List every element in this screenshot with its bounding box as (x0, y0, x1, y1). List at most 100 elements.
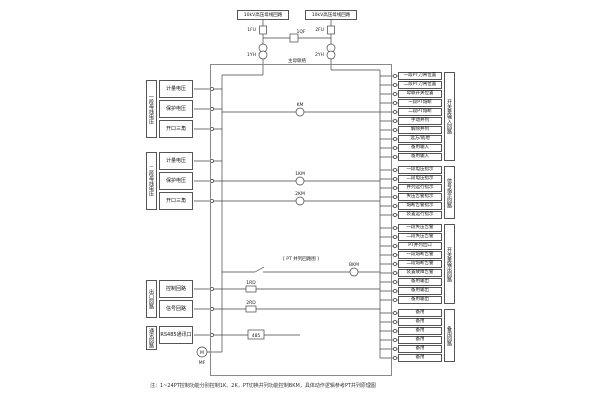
left-group-comm: 通讯回路 RS485通讯口 (146, 326, 193, 350)
input-signal-item: 备用输入 (398, 144, 442, 152)
right-group-spares: 备用备用备用备用备用备用 备用回路 (398, 309, 455, 362)
terminal-circle (393, 119, 397, 123)
left-voltage-item: 开口三角 (159, 192, 193, 210)
input-signal-item: 一段PT刀闸位置 (398, 72, 442, 80)
spare-signal-item: 备用 (398, 318, 442, 326)
svg-labels: 1FU 2FU 1QF 1YH 2YH 主母联络 KM 1KM 2KM BKM … (199, 27, 359, 366)
busbar-box-left: 10kV高压母线回路 (237, 10, 289, 20)
left-voltage-item: 开口三角 (159, 120, 193, 138)
output-signal-item: PT并列出口 (398, 242, 442, 250)
lamp-signal-item: 装置运行指示 (398, 211, 442, 219)
terminal-circle (393, 262, 397, 266)
terminal-circle (393, 83, 397, 87)
left-item-list: 控制回路信号回路 (159, 280, 193, 318)
terminal-circle (393, 195, 397, 199)
lamp-signal-item: 一段电压指示 (398, 166, 442, 174)
output-signal-item: 一段失压告警 (398, 224, 442, 232)
right-group-title: 备用回路 (444, 309, 455, 362)
left-group-title: 二段母线电压 (146, 152, 157, 210)
left-group-bus1-voltage: 一段母线电压 计量电压保护电压开口三角 (146, 80, 193, 138)
left-item-list: RS485通讯口 (159, 326, 193, 350)
terminal-circle (393, 110, 397, 114)
left-group-title: 通讯回路 (146, 326, 157, 350)
right-item-list: 备用备用备用备用备用备用 (398, 309, 442, 362)
terminal-circle (393, 347, 397, 351)
fuse-label-2rd: 2RD (246, 300, 256, 306)
terminal-circle (393, 213, 397, 217)
terminal-circle (393, 168, 397, 172)
tie-label: 主母联络 (288, 57, 306, 64)
terminal-circle (393, 155, 397, 159)
terminal-circle (393, 320, 397, 324)
terminal-circle (393, 298, 397, 302)
terminal-circle (393, 235, 397, 239)
terminal-circle (393, 128, 397, 132)
lamp-signal-item: 熔断告警指示 (398, 202, 442, 210)
terminal-circle (393, 74, 397, 78)
output-signal-item: 二段熔断告警 (398, 260, 442, 268)
terminal-circle (393, 338, 397, 342)
component-symbols (196, 25, 359, 358)
right-group-title: 开关量输入回路 (444, 72, 455, 161)
input-signal-item: 远方/就地 (398, 135, 442, 143)
spare-signal-item: 备用 (398, 354, 442, 362)
output-signal-item: 备用输出 (398, 278, 442, 286)
terminal-circle (393, 226, 397, 230)
motor-label: MF (199, 360, 206, 366)
input-signal-item: 母联开关位置 (398, 90, 442, 98)
right-group-title: 信号指示回路 (444, 166, 455, 219)
fuse-label-left: 1FU (247, 27, 256, 33)
lamp-signal-item: 失压告警指示 (398, 193, 442, 201)
terminal-circle (393, 289, 397, 293)
terminal-circle (393, 253, 397, 257)
pt-label-left: 1YH (247, 52, 256, 58)
left-voltage-item: 计量电压 (159, 152, 193, 170)
comm-module-symbol (247, 329, 265, 340)
input-signal-item: 一段PT熔断 (398, 99, 442, 107)
right-group-inputs: 一段PT刀闸位置二段PT刀闸位置母联开关位置一段PT熔断二段PT熔断手动并列解除… (398, 72, 455, 161)
left-output-item: 控制回路 (159, 280, 193, 298)
fuse-symbol-2rd (245, 305, 257, 313)
left-group-title: 一段母线电压 (146, 80, 157, 138)
relay-coil-1km (295, 176, 305, 186)
right-group-title: 开关量输出回路 (444, 224, 455, 304)
terminal-circle (393, 137, 397, 141)
terminal-circle (393, 186, 397, 190)
left-item-list: 计量电压保护电压开口三角 (159, 152, 193, 210)
output-signal-item: 二段失压告警 (398, 233, 442, 241)
coil-label-2km: 2KM (295, 191, 305, 197)
input-signal-item: 备用输入 (398, 153, 442, 161)
left-voltage-item: 保护电压 (159, 100, 193, 118)
input-signal-item: 手动并列 (398, 117, 442, 125)
device-outline (210, 64, 392, 376)
left-output-item: 信号回路 (159, 300, 193, 318)
relay-coil-2km (295, 196, 305, 206)
fuse-symbol-1rd (245, 285, 257, 293)
relay-coil-bkm (349, 267, 359, 277)
output-signal-item: 一段熔断告警 (398, 251, 442, 259)
lamp-signal-item: 二段电压指示 (398, 175, 442, 183)
terminal-circle (393, 271, 397, 275)
spare-signal-item: 备用 (398, 345, 442, 353)
coil-label-bkm: BKM (349, 262, 359, 268)
fuse-label-right: 2FU (315, 27, 324, 33)
terminal-circle (393, 311, 397, 315)
tie-breaker-label: 1QF (297, 29, 306, 35)
footnote: 注：1~24PT控制功能分别控制1K、2K，PT切换并列功能控制BKM，具体动作… (150, 383, 376, 389)
motor-letter: M (200, 350, 204, 356)
relay-coil-km (295, 107, 305, 117)
spare-signal-item: 备用 (398, 309, 442, 317)
terminal-circle (393, 146, 397, 150)
spare-signal-item: 备用 (398, 336, 442, 344)
terminal-circle (393, 177, 397, 181)
output-signal-item: 备用输出 (398, 287, 442, 295)
terminal-circle (393, 92, 397, 96)
terminal-circle (393, 329, 397, 333)
section-label: [ PT 并列回路图 ] (283, 255, 319, 262)
fuse-label-1rd: 1RD (246, 280, 256, 286)
right-item-list: 一段电压指示二段电压指示并列运行指示失压告警指示熔断告警指示装置运行指示 (398, 166, 442, 219)
